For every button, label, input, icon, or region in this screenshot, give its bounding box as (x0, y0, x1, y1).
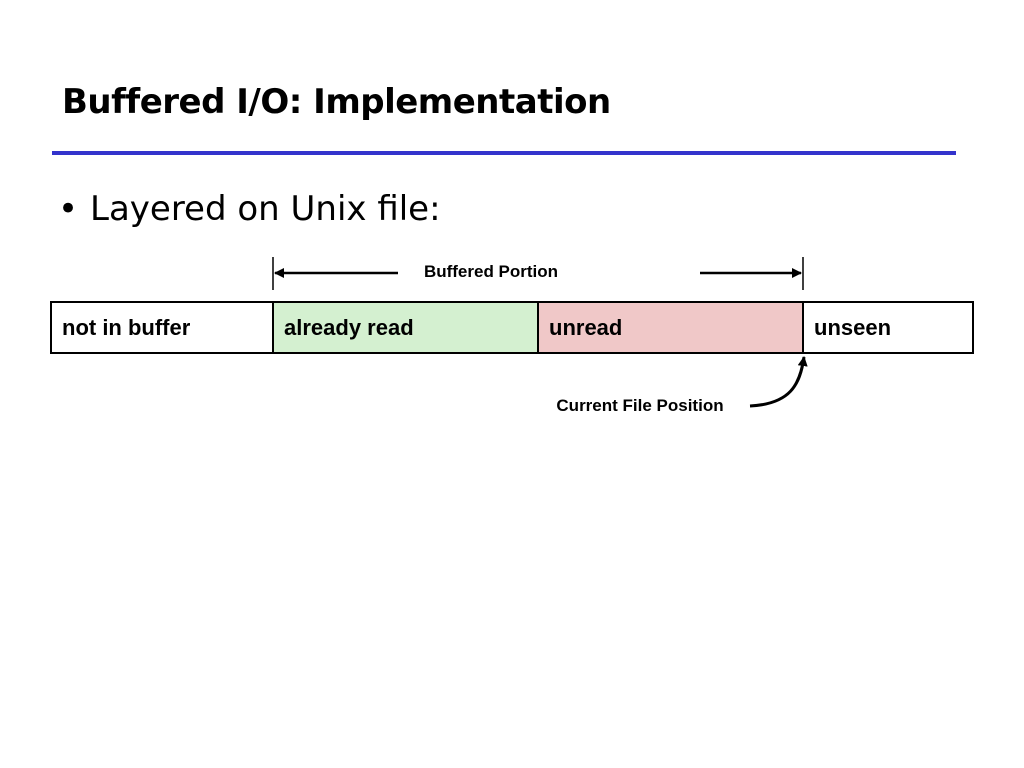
segment-unseen: unseen (804, 301, 974, 354)
segment-unread: unread (539, 301, 804, 354)
buffered-portion-label: Buffered Portion (423, 262, 559, 281)
file-buffer-diagram: not in buffer already read unread unseen (50, 301, 974, 354)
segment-not-in-buffer: not in buffer (50, 301, 274, 354)
title-divider (52, 151, 956, 155)
current-file-position-label: Current File Position (556, 396, 724, 415)
bullet-marker: • (58, 189, 79, 229)
segment-already-read: already read (274, 301, 539, 354)
bullet-text: Layered on Unix file: (90, 189, 441, 229)
current-position-arrow (749, 356, 808, 408)
bullet-item: • Layered on Unix file: (58, 184, 441, 234)
slide-title: Buffered I/O: Implementation (62, 82, 611, 122)
